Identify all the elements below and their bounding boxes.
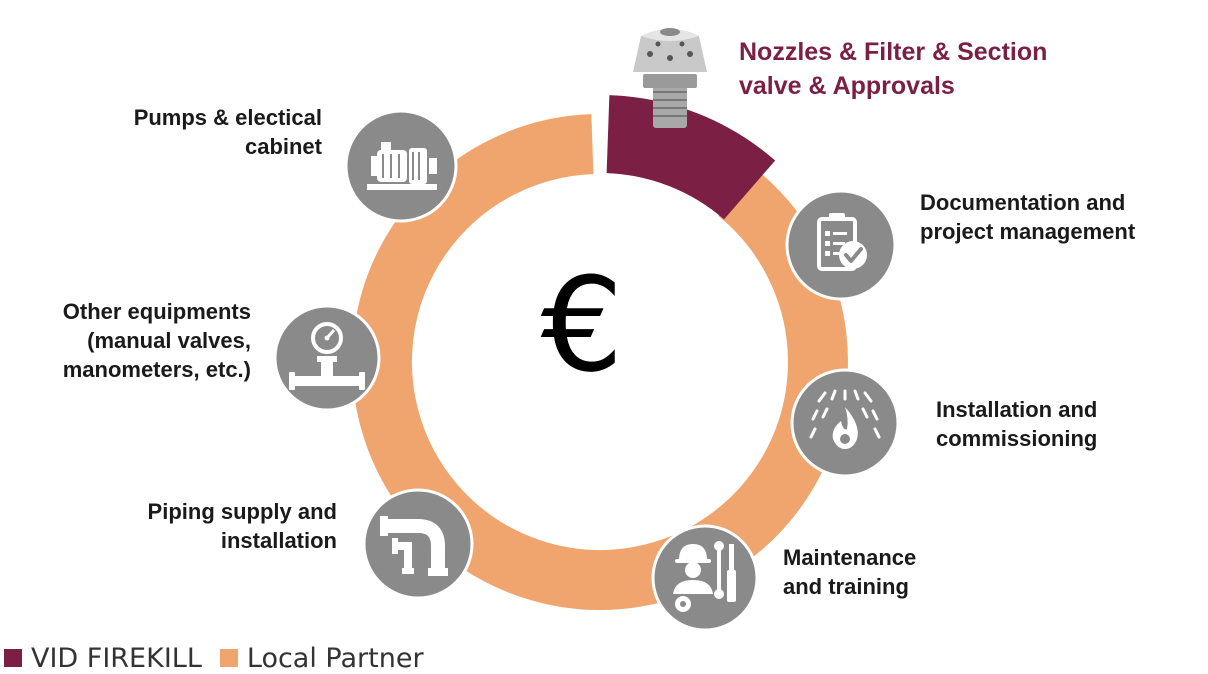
label-line: Nozzles & Filter & Section <box>739 38 1048 66</box>
pump-icon <box>344 109 458 223</box>
legend-item-local-partner: Local Partner <box>219 642 424 674</box>
euro-symbol: € <box>540 249 624 401</box>
label-maintenance: Maintenance and training <box>783 543 916 601</box>
label-installation: Installation and commissioning <box>936 395 1097 453</box>
label-nozzles-filter-valves: Nozzles & Filter & Section valve & Appro… <box>739 35 1047 103</box>
label-line: and training <box>783 574 909 599</box>
label-piping: Piping supply and installation <box>148 497 337 555</box>
label-line: valve & Approvals <box>739 72 955 100</box>
label-line: Pumps & electical <box>133 105 322 130</box>
label-line: manometers, etc.) <box>62 357 251 382</box>
pipe-icon <box>362 488 474 600</box>
pressure-gauge-icon <box>273 304 381 412</box>
nozzle-photo <box>633 28 707 128</box>
legend-swatch <box>219 649 238 667</box>
label-documentation: Documentation and project management <box>920 188 1135 246</box>
label-line: project management <box>920 219 1136 244</box>
legend-item-vid-firekill: VID FIREKILL <box>4 643 202 674</box>
legend-swatch <box>4 649 22 667</box>
label-other-equipment: Other equipments (manual valves, manomet… <box>63 297 251 384</box>
label-line: Installation and <box>936 397 1098 422</box>
label-line: installation <box>220 528 337 553</box>
label-line: commissioning <box>936 426 1098 451</box>
clipboard-check-icon <box>785 189 897 301</box>
vid-firekill-ring-segment <box>605 95 776 220</box>
label-line: Piping supply and <box>147 499 337 524</box>
legend: VID FIREKILL Local Partner <box>4 642 442 674</box>
label-line: Documentation and <box>920 190 1126 215</box>
label-line: Maintenance <box>783 545 917 570</box>
label-line: cabinet <box>244 134 322 159</box>
water-mist-fire-icon <box>790 368 900 478</box>
legend-label: Local Partner <box>246 642 424 674</box>
local-partner-ring-segment <box>351 114 848 610</box>
label-pumps: Pumps & electical cabinet <box>134 103 322 161</box>
worker-tools-icon <box>651 524 759 632</box>
label-line: Other equipments <box>62 299 251 324</box>
label-line: (manual valves, <box>87 328 251 353</box>
legend-label: VID FIREKILL <box>31 642 202 674</box>
